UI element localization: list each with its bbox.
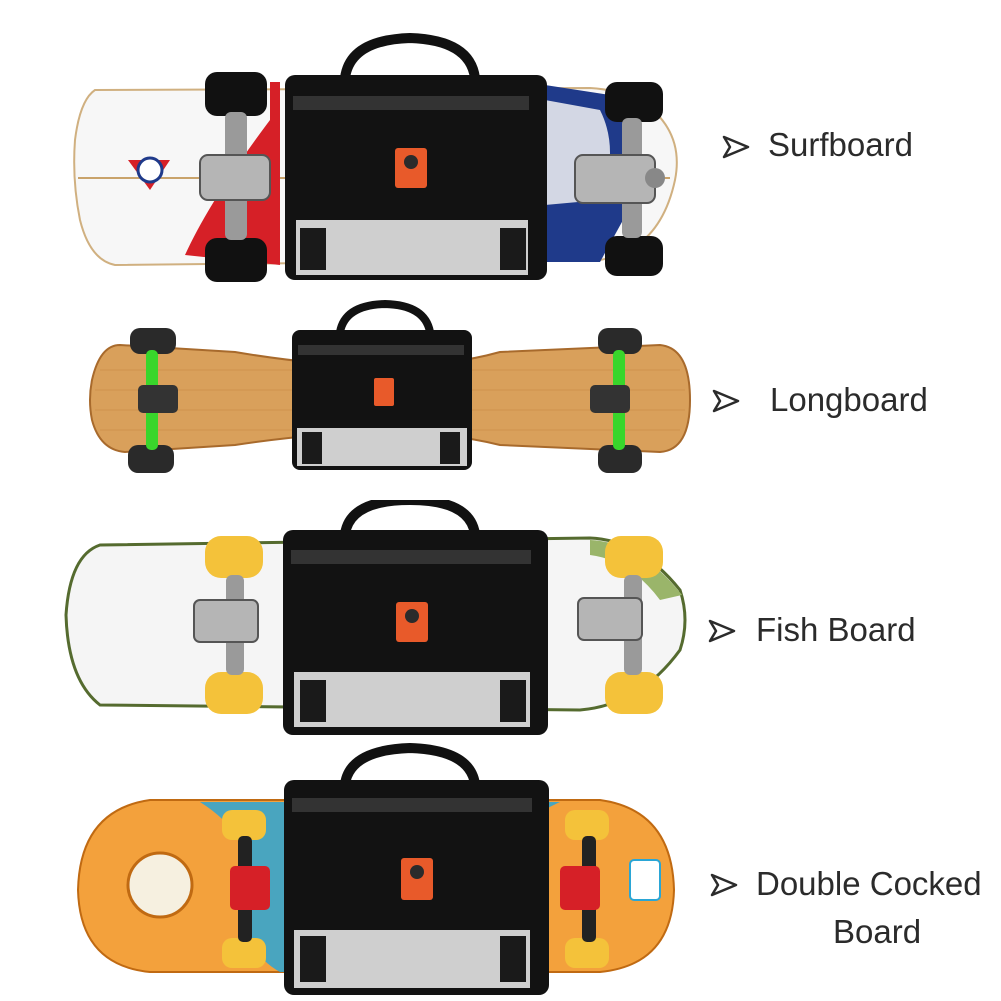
arrow-right-outline-icon bbox=[712, 389, 740, 413]
product-row-double-cocked-board: Double Cocked Board bbox=[0, 740, 1001, 1001]
label-double-cocked-line2: Board bbox=[833, 913, 922, 950]
bag-patch-logo-icon bbox=[374, 378, 394, 406]
label-surfboard: Surfboard bbox=[768, 126, 913, 163]
fish-board-photo bbox=[64, 500, 687, 735]
arrow-right-outline-icon bbox=[722, 135, 750, 159]
product-row-fish-board: Fish Board bbox=[0, 500, 1001, 740]
longboard-photo bbox=[89, 300, 692, 473]
arrow-right-outline-icon bbox=[708, 619, 736, 643]
surfboard-photo bbox=[73, 32, 678, 282]
product-row-surfboard: Surfboard bbox=[0, 0, 1001, 300]
label-longboard: Longboard bbox=[770, 381, 928, 418]
product-row-longboard: Longboard bbox=[0, 300, 1001, 500]
double-cocked-board-photo bbox=[76, 742, 676, 995]
arrow-right-outline-icon bbox=[710, 873, 738, 897]
label-fish-board: Fish Board bbox=[756, 611, 916, 648]
label-double-cocked-line1: Double Cocked bbox=[756, 865, 982, 902]
